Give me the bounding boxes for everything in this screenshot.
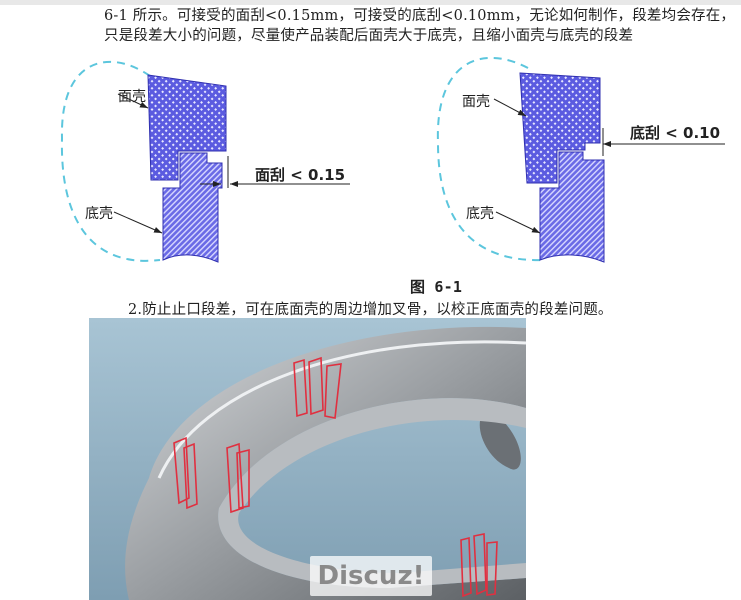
paragraph-line-1: 6-1 所示。可接受的面刮<0.15mm，可接受的底刮<0.10mm，无论如何制… — [104, 8, 736, 24]
left-diagram: 面壳 底壳 面刮 < 0.15 — [60, 60, 350, 263]
rib-render-image — [89, 318, 526, 600]
outline-dashed — [60, 60, 161, 262]
paragraph-line-2: 只是段差大小的问题，尽量使产品装配后面壳大于底壳，且缩小面壳与底壳的段差 — [104, 28, 634, 44]
ribs — [173, 356, 498, 598]
figure-caption: 图 6-1 — [410, 278, 463, 296]
top-shell — [147, 74, 227, 181]
top-shell-label: 面壳 — [118, 88, 146, 105]
outline-dashed — [436, 56, 546, 262]
face-scrape-dimension: 面刮 < 0.15 — [255, 166, 345, 184]
top-shell-label: 面壳 — [462, 93, 490, 110]
right-diagram: 面壳 底壳 底刮 < 0.10 — [436, 56, 725, 263]
figure-6-1-diagrams: 面壳 底壳 面刮 < 0.15 面壳 底壳 底刮 < 0.10 — [60, 56, 725, 263]
paragraph-2-line: 2.防止止口段差，可在底面壳的周边增加叉骨，以校正底面壳的段差问题。 — [128, 302, 613, 318]
bottom-shell-label: 底壳 — [466, 205, 494, 222]
bottom-shell — [162, 152, 223, 263]
bottom-shell — [539, 151, 605, 263]
bottom-shell-label: 底壳 — [85, 205, 113, 222]
top-shell — [519, 72, 601, 184]
top-edge — [0, 0, 741, 5]
bottom-scrape-dimension: 底刮 < 0.10 — [630, 124, 720, 142]
watermark: Discuz! — [310, 556, 432, 596]
